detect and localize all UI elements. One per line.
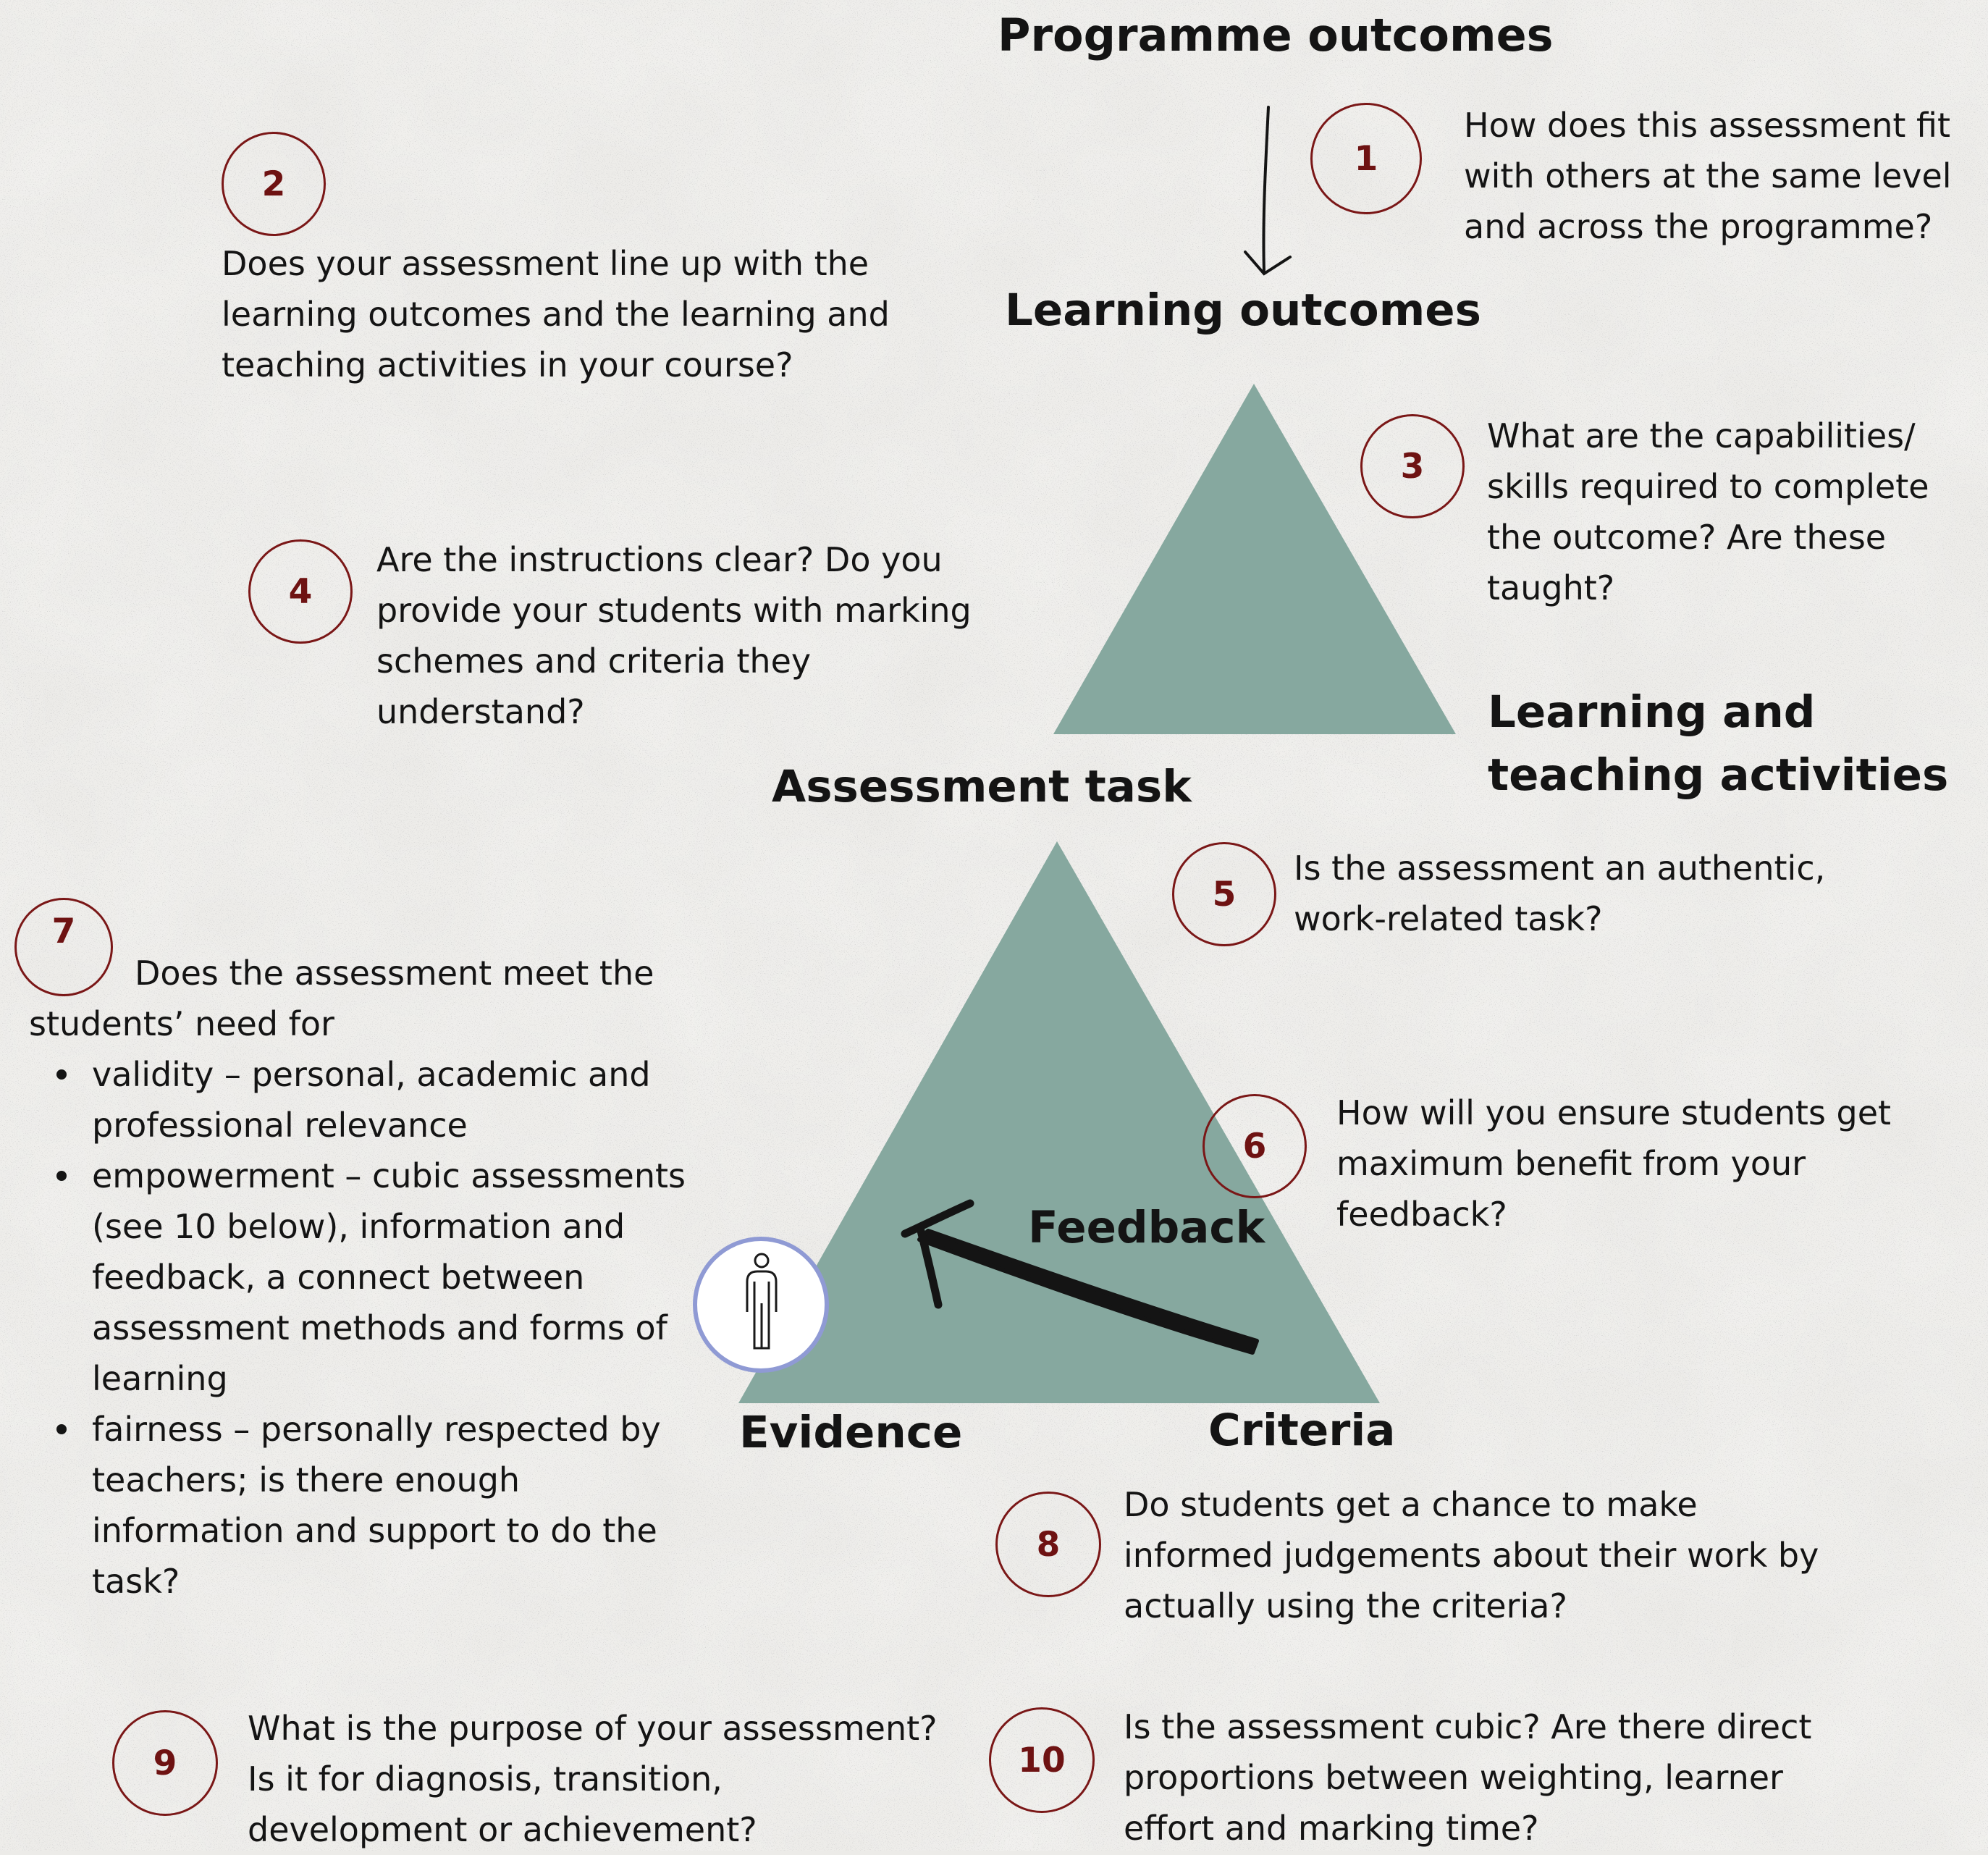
label-evidence: Evidence [739,1407,963,1458]
question-line: and across the programme? [1464,207,1933,246]
question-line: feedback? [1336,1195,1507,1234]
question-number-6: 6 [1203,1094,1307,1198]
question-line: effort and marking time? [1124,1809,1539,1848]
question-line: with others at the same level [1464,156,1952,195]
question-line: maximum benefit from your [1336,1144,1806,1183]
label-assessment-task: Assessment task [772,761,1192,812]
question-number-10: 10 [989,1707,1095,1813]
question-5-text: Is the assessment an authentic, work-rel… [1294,843,1825,944]
question-line: Is the assessment cubic? Are there direc… [1124,1707,1812,1746]
question-4-text: Are the instructions clear? Do you provi… [376,534,972,737]
question-number-7: 7 [14,898,113,996]
question-number-9: 9 [112,1710,218,1816]
question-line: understand? [376,692,585,731]
bullet-line: fairness – personally respected by [92,1410,661,1449]
question-3-text: What are the capabilities/ skills requir… [1487,411,1929,613]
question-line: What is the purpose of your assessment? [248,1709,938,1748]
question-line: Do students get a chance to make [1124,1485,1698,1524]
question-8-text: Do students get a chance to make informe… [1124,1479,1819,1631]
question-line: Are the instructions clear? Do you [376,540,943,579]
question-line: How will you ensure students get [1336,1093,1892,1132]
question-line: proportions between weighting, learner [1124,1758,1783,1797]
bullet-line: professional relevance [92,1106,468,1145]
question-line: development or achievement? [248,1810,757,1849]
label-learning-teaching-activities: Learning and teaching activities [1488,681,1948,807]
bullet-line: validity – personal, academic and [92,1055,651,1094]
question-line: Is it for diagnosis, transition, [248,1759,723,1799]
bullet-validity: validity – personal, academic and profes… [29,1049,686,1151]
label-programme-outcomes: Programme outcomes [998,9,1554,62]
question-number-4: 4 [248,539,353,644]
bullet-line: learning [92,1359,228,1398]
question-line: Is the assessment an authentic, [1294,849,1826,888]
bullet-line: assessment methods and forms of [92,1308,667,1347]
question-number-8: 8 [995,1492,1101,1597]
question-7-intro-line-1: Does the assessment meet the [135,954,654,993]
bullet-line: information and support to do the [92,1511,657,1550]
question-line: teaching activities in your course? [222,345,793,384]
question-7-intro-line-2: students’ need for [29,1004,334,1043]
question-1-text: How does this assessment fit with others… [1464,100,1952,252]
upper-triangle [1053,384,1456,734]
question-line: provide your students with marking [376,591,972,630]
bullet-fairness: fairness – personally respected by teach… [29,1404,686,1607]
question-line: schemes and criteria they [376,642,812,681]
lower-triangle [738,841,1380,1403]
question-line: actually using the criteria? [1124,1586,1567,1625]
question-number-5: 5 [1172,842,1276,946]
bullet-line: (see 10 below), information and [92,1207,626,1246]
bullet-line: empowerment – cubic assessments [92,1156,686,1195]
question-6-text: How will you ensure students get maximum… [1336,1088,1891,1240]
label-criteria: Criteria [1208,1405,1396,1456]
question-line: What are the capabilities/ [1487,416,1916,455]
down-arrow-icon [1244,106,1292,276]
bullet-empowerment: empowerment – cubic assessments (see 10 … [29,1151,686,1404]
person-icon [693,1237,829,1373]
question-7-bullet-list: validity – personal, academic and profes… [29,1049,686,1607]
question-line: taught? [1487,568,1615,607]
question-number-1: 1 [1310,103,1422,214]
question-line: Does your assessment line up with the [222,244,869,283]
question-line: How does this assessment fit [1464,106,1951,145]
question-9-text: What is the purpose of your assessment? … [248,1703,938,1855]
question-line: the outcome? Are these [1487,518,1887,557]
bullet-line: task? [92,1562,180,1601]
question-number-2: 2 [222,132,326,236]
feedback-arrow-icon [901,1199,1259,1355]
bullet-line: teachers; is there enough [92,1460,521,1499]
question-line: learning outcomes and the learning and [222,295,890,334]
bullet-line: feedback, a connect between [92,1258,585,1297]
question-line: skills required to complete [1487,467,1929,506]
question-number-3: 3 [1360,414,1465,518]
question-line: work-related task? [1294,899,1603,938]
question-line: informed judgements about their work by [1124,1536,1819,1575]
question-10-text: Is the assessment cubic? Are there direc… [1124,1702,1811,1854]
question-2-text: Does your assessment line up with the le… [222,238,890,390]
label-learning-teaching-line-1: Learning and [1488,686,1816,738]
label-feedback: Feedback [1028,1202,1265,1253]
label-learning-teaching-line-2: teaching activities [1488,749,1949,801]
label-learning-outcomes: Learning outcomes [1005,285,1481,336]
